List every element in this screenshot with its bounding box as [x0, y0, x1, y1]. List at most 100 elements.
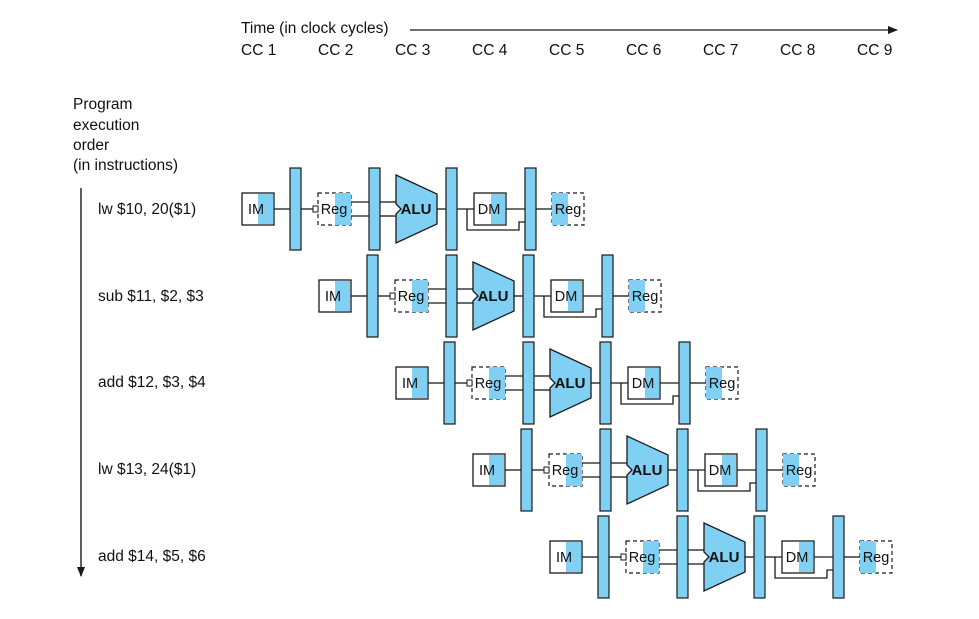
- reg-write-label: Reg: [786, 463, 813, 479]
- pipeline-register-bar-2: [676, 515, 689, 599]
- cycle-label-1: CC 1: [241, 42, 277, 59]
- reg-write-left-half: [706, 367, 722, 399]
- dm-label: DM: [709, 463, 732, 479]
- instruction-label-2: sub $11, $2, $3: [98, 288, 204, 305]
- pipeline-register-bar-1: [520, 428, 533, 512]
- pipeline-row-4: IM Reg ALU DM Reg: [472, 428, 816, 512]
- im-label: IM: [325, 289, 341, 305]
- dm-right-half: [799, 542, 813, 572]
- order-label-line-4: (in instructions): [73, 157, 179, 174]
- reg-read-right-half: [566, 454, 582, 486]
- im-right-half: [412, 368, 427, 398]
- alu-shape: [395, 173, 438, 245]
- pipeline-register-bar-2: [368, 167, 381, 251]
- dm-label: DM: [786, 550, 809, 566]
- alu-shape: [703, 521, 746, 593]
- pipeline-row-2: IM Reg ALU DM Reg: [318, 254, 662, 338]
- order-label-line-3: order: [73, 137, 110, 154]
- wire-dm-bypass: [697, 470, 756, 492]
- reg-write-label: Reg: [555, 202, 582, 218]
- pipeline-register-bar-2: [599, 428, 612, 512]
- reg-write-label: Reg: [632, 289, 659, 305]
- cycle-label-5: CC 5: [549, 42, 585, 59]
- instruction-label-1: lw $10, 20($1): [98, 201, 197, 218]
- pipeline-register-bar-2: [522, 341, 535, 425]
- order-label-line-1: Program: [73, 96, 133, 113]
- reg-write-port: [466, 379, 473, 387]
- pipeline-register-bar-4: [524, 167, 537, 251]
- dm-right-half: [645, 368, 659, 398]
- im-right-half: [258, 194, 273, 224]
- pipeline-register-bar-4: [678, 341, 691, 425]
- instruction-label-4: lw $13, 24($1): [98, 461, 197, 478]
- pipeline-row-5: IM Reg ALU DM Reg: [549, 515, 893, 599]
- alu-label: ALU: [632, 462, 663, 479]
- cycle-label-9: CC 9: [857, 42, 893, 59]
- pipeline-register-bar-3: [599, 341, 612, 425]
- im-label: IM: [402, 376, 418, 392]
- alu-shape: [472, 260, 515, 332]
- dm-right-half: [722, 455, 736, 485]
- reg-read-label: Reg: [321, 202, 348, 218]
- wire-dm-bypass: [774, 557, 833, 579]
- reg-write-left-half: [552, 193, 568, 225]
- alu-shape: [549, 347, 592, 419]
- reg-write-label: Reg: [863, 550, 890, 566]
- pipeline-register-bar-4: [832, 515, 845, 599]
- reg-write-port: [389, 292, 396, 300]
- alu-label: ALU: [478, 288, 509, 305]
- order-label-line-2: execution: [73, 117, 140, 134]
- reg-write-label: Reg: [709, 376, 736, 392]
- pipeline-register-bar-4: [601, 254, 614, 338]
- pipeline-register-bar-3: [522, 254, 535, 338]
- wire-dm-bypass: [466, 209, 525, 231]
- dm-label: DM: [632, 376, 655, 392]
- reg-read-right-half: [335, 193, 351, 225]
- dm-label: DM: [478, 202, 501, 218]
- alu-shape: [626, 434, 669, 506]
- pipeline-register-bar-1: [443, 341, 456, 425]
- im-right-half: [566, 542, 581, 572]
- im-right-half: [335, 281, 350, 311]
- reg-read-label: Reg: [475, 376, 502, 392]
- pipeline-register-bar-3: [753, 515, 766, 599]
- pipeline-register-bar-1: [597, 515, 610, 599]
- pipeline-row-3: IM Reg ALU DM Reg: [395, 341, 739, 425]
- im-right-half: [489, 455, 504, 485]
- instruction-label-5: add $14, $5, $6: [98, 548, 206, 565]
- reg-write-port: [543, 466, 550, 474]
- reg-write-port: [312, 205, 319, 213]
- dm-right-half: [568, 281, 582, 311]
- im-label: IM: [248, 202, 264, 218]
- alu-label: ALU: [401, 201, 432, 218]
- pipeline-register-bar-3: [676, 428, 689, 512]
- instruction-label-3: add $12, $3, $4: [98, 374, 206, 391]
- wire-dm-bypass: [543, 296, 602, 318]
- cycle-label-7: CC 7: [703, 42, 739, 59]
- reg-read-label: Reg: [552, 463, 579, 479]
- wire-dm-bypass: [620, 383, 679, 405]
- pipeline-register-bar-1: [289, 167, 302, 251]
- reg-read-right-half: [643, 541, 659, 573]
- alu-label: ALU: [709, 549, 740, 566]
- im-label: IM: [479, 463, 495, 479]
- dm-label: DM: [555, 289, 578, 305]
- pipeline-register-bar-3: [445, 167, 458, 251]
- pipeline-register-bar-4: [755, 428, 768, 512]
- cycle-label-4: CC 4: [472, 42, 508, 59]
- reg-write-left-half: [629, 280, 645, 312]
- reg-read-label: Reg: [398, 289, 425, 305]
- cycle-label-3: CC 3: [395, 42, 431, 59]
- cycle-label-8: CC 8: [780, 42, 816, 59]
- reg-write-port: [620, 553, 627, 561]
- cycle-label-6: CC 6: [626, 42, 662, 59]
- reg-write-left-half: [860, 541, 876, 573]
- im-label: IM: [556, 550, 572, 566]
- alu-label: ALU: [555, 375, 586, 392]
- pipeline-register-bar-1: [366, 254, 379, 338]
- pipeline-register-bar-2: [445, 254, 458, 338]
- reg-read-label: Reg: [629, 550, 656, 566]
- time-axis-label: Time (in clock cycles): [241, 20, 389, 37]
- dm-right-half: [491, 194, 505, 224]
